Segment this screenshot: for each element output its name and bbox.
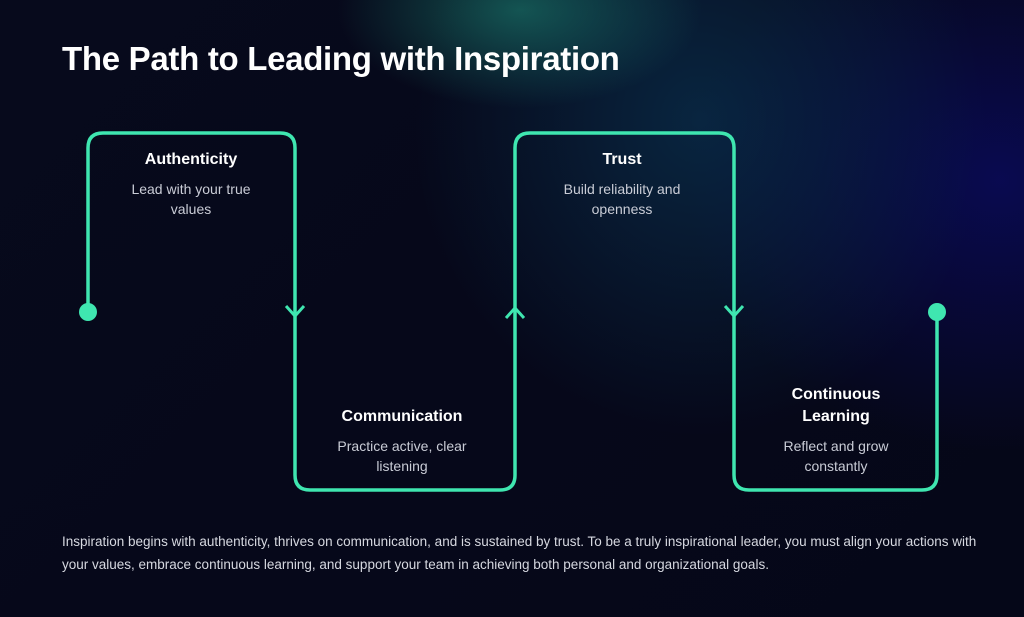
start-dot — [79, 303, 97, 321]
arrow-down-icon — [723, 304, 745, 319]
step-description: Reflect and grow constantly — [783, 438, 889, 474]
summary-text: Inspiration begins with authenticity, th… — [62, 534, 977, 572]
page-title: The Path to Leading with Inspiration — [62, 40, 620, 77]
step-description: Build reliability and openness — [563, 181, 681, 217]
step-communication: Communication Practice active, clear lis… — [302, 406, 502, 476]
arrow-down-icon — [284, 304, 306, 319]
step-authenticity: Authenticity Lead with your true values — [91, 149, 291, 219]
path-line — [86, 131, 939, 492]
step-title: Authenticity — [144, 151, 238, 168]
step-continuous-learning: Continuous Learning Reflect and grow con… — [736, 384, 936, 476]
step-title: Communication — [341, 408, 463, 425]
step-title: Continuous Learning — [791, 386, 881, 425]
step-description: Practice active, clear listening — [337, 438, 467, 474]
end-dot — [928, 303, 946, 321]
step-description: Lead with your true values — [131, 181, 251, 217]
step-title: Trust — [602, 151, 642, 168]
arrow-up-icon — [504, 305, 526, 320]
step-trust: Trust Build reliability and openness — [522, 149, 722, 219]
